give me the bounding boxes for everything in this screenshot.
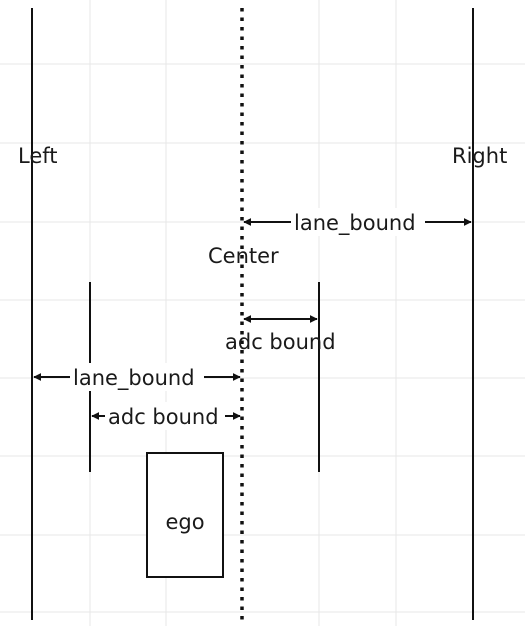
adc-bound-left-label-bg	[105, 402, 225, 430]
adc-bound-right-label: adc bound	[225, 330, 336, 354]
lane-bound-left-label: lane_bound	[73, 366, 195, 391]
lane-bound-right-label: lane_bound	[294, 211, 416, 236]
ego-vehicle	[146, 452, 224, 578]
lane-bound-left-label-bg	[70, 363, 204, 391]
lane-bound-right-label-bg	[291, 208, 425, 236]
adc-bound-left-label: adc bound	[108, 405, 219, 429]
left-label: Left	[18, 144, 58, 168]
right-label: Right	[452, 144, 507, 168]
ego-label: ego	[165, 510, 204, 534]
center-label: Center	[208, 244, 279, 268]
